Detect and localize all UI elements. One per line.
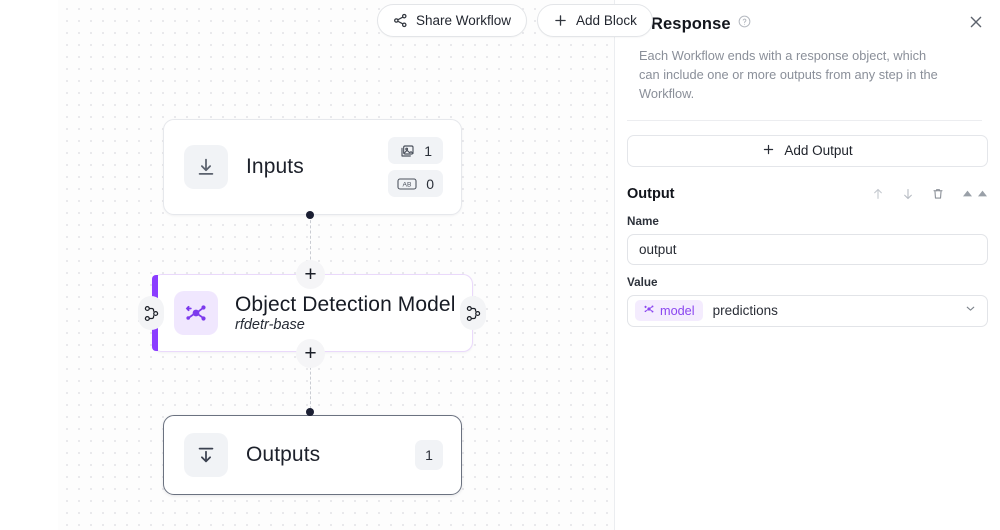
node-outputs[interactable]: Outputs 1	[163, 415, 462, 495]
share-icon	[393, 13, 408, 28]
connector-dot-outputs[interactable]	[306, 408, 314, 416]
node-inputs-badges: 1 AB 0	[388, 137, 443, 197]
download-icon	[184, 145, 228, 189]
add-block-between-model-outputs-button[interactable]: +	[296, 339, 325, 368]
badge-outputs-count: 1	[415, 440, 443, 470]
output-name-label: Name	[627, 214, 659, 228]
response-panel-header: Response Each Workflow ends with a respo…	[615, 0, 1000, 121]
node-model-title: Object Detection Model	[235, 292, 456, 316]
model-source-pill: model	[635, 300, 703, 322]
badge-text-value: 0	[426, 175, 434, 192]
collapse-toggle[interactable]	[962, 189, 988, 198]
output-section-label: Output	[627, 185, 675, 202]
canvas-dot-grid	[58, 0, 614, 530]
edge-inputs-to-model	[310, 215, 311, 275]
response-panel-description: Each Workflow ends with a response objec…	[639, 48, 938, 101]
model-graph-icon	[643, 303, 655, 318]
add-block-button[interactable]: Add Block	[537, 4, 653, 37]
node-model-text: Object Detection Model rfdetr-base	[235, 293, 455, 333]
plus-icon	[762, 143, 775, 159]
output-value-select[interactable]: model predictions	[627, 294, 988, 327]
edge-model-to-outputs	[310, 352, 311, 414]
caret-up-icon	[963, 190, 972, 197]
model-graph-icon	[174, 291, 218, 335]
workflow-canvas[interactable]: Inputs 1 AB 0	[0, 0, 614, 530]
badge-text-count: AB 0	[388, 170, 443, 197]
badge-image-value: 1	[424, 142, 432, 159]
plus-icon	[553, 13, 568, 28]
add-block-between-inputs-model-button[interactable]: +	[296, 260, 325, 289]
output-value-selected: predictions	[712, 303, 778, 319]
node-outputs-title: Outputs	[246, 443, 321, 466]
connector-dot-inputs[interactable]	[306, 211, 314, 219]
output-section-header: Output	[627, 184, 988, 204]
move-down-icon[interactable]	[901, 187, 915, 201]
response-panel: Response Each Workflow ends with a respo…	[614, 0, 1000, 530]
model-source-pill-label: model	[660, 303, 695, 318]
canvas-toolbar: Share Workflow Add Block	[377, 4, 653, 37]
svg-text:AB: AB	[403, 181, 412, 188]
model-input-connector-icon[interactable]	[138, 296, 164, 330]
share-workflow-button[interactable]: Share Workflow	[377, 4, 528, 37]
model-output-connector-icon[interactable]	[460, 296, 486, 330]
share-workflow-label: Share Workflow	[416, 13, 512, 28]
close-icon[interactable]	[968, 14, 984, 30]
add-output-button[interactable]: Add Output	[627, 134, 988, 167]
node-model-subtitle: rfdetr-base	[235, 317, 305, 334]
output-name-input[interactable]	[627, 233, 988, 265]
output-section-actions	[871, 187, 945, 201]
response-title-row: Response	[627, 13, 982, 35]
node-inputs-title: Inputs	[246, 155, 304, 178]
add-block-label: Add Block	[576, 13, 637, 28]
question-circle-icon[interactable]	[738, 15, 751, 33]
delete-icon[interactable]	[931, 187, 945, 201]
move-up-icon[interactable]	[871, 187, 885, 201]
response-panel-title: Response	[651, 14, 731, 33]
chevron-down-icon	[964, 302, 977, 320]
panel-divider	[627, 119, 982, 121]
badge-image-count: 1	[388, 137, 443, 164]
caret-up-icon-2	[978, 190, 987, 197]
output-value-label: Value	[627, 275, 658, 289]
response-panel-body: Add Output Output	[615, 121, 1000, 327]
download-to-line-icon	[184, 433, 228, 477]
add-output-label: Add Output	[784, 143, 853, 159]
node-inputs[interactable]: Inputs 1 AB 0	[163, 119, 462, 215]
